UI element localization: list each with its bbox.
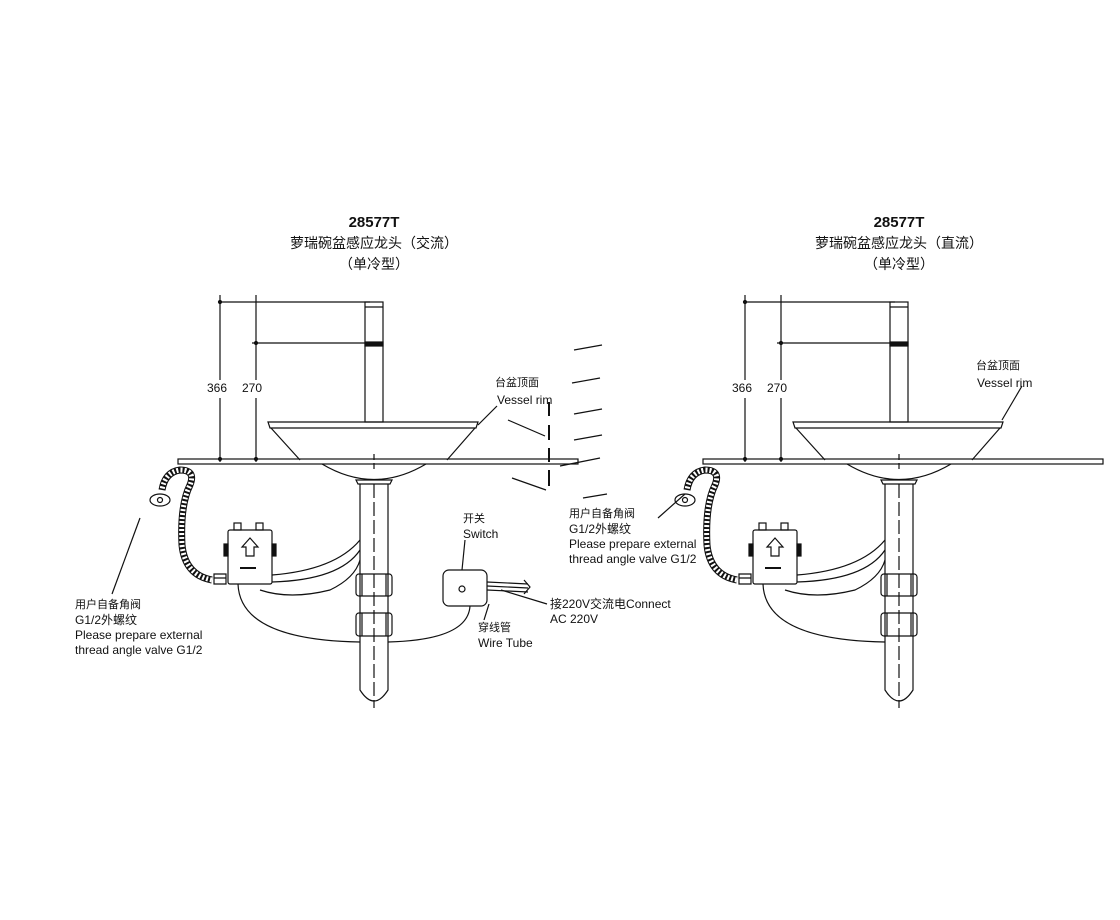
cutaway-marks: [507, 344, 608, 499]
left-model-number: 28577T: [348, 214, 400, 231]
left-dim-spout: 270: [242, 381, 263, 395]
left-variant: （单冷型）: [339, 256, 409, 272]
left-valve-en1: Please prepare external: [75, 628, 203, 642]
right-valve-g: G1/2外螺纹: [569, 522, 632, 536]
right-faucet-assembly: [675, 295, 1103, 708]
right-rim-label-en: Vessel rim: [977, 376, 1033, 390]
left-rim-label-en: Vessel rim: [497, 393, 553, 407]
left-product-name: 萝瑞碗盆感应龙头（交流）: [290, 235, 458, 251]
right-valve-note: 用户自备角阀 G1/2外螺纹 Please prepare external t…: [569, 507, 696, 567]
right-valve-cn: 用户自备角阀: [569, 508, 635, 520]
switch-box: [387, 569, 531, 643]
wire-tube-cn: 穿线管: [478, 622, 511, 634]
left-title-block: 28577T 萝瑞碗盆感应龙头（交流） （单冷型）: [244, 212, 504, 275]
power-label-2: AC 220V: [550, 612, 599, 626]
left-valve-note: 用户自备角阀 G1/2外螺纹 Please prepare external t…: [75, 598, 202, 658]
switch-label-en: Switch: [463, 527, 499, 541]
right-model-number: 28577T: [873, 214, 925, 231]
right-product-name: 萝瑞碗盆感应龙头（直流）: [815, 235, 983, 251]
right-title-block: 28577T 萝瑞碗盆感应龙头（直流） （单冷型）: [769, 212, 1029, 275]
wire-tube-en: Wire Tube: [478, 636, 533, 650]
wire-tube-label: 穿线管 Wire Tube: [478, 621, 533, 651]
left-rim-label-cn: 台盆顶面: [495, 377, 539, 389]
power-label: 接220V交流电Connect AC 220V: [550, 597, 671, 627]
left-valve-cn: 用户自备角阀: [75, 599, 141, 611]
right-rim-label-cn: 台盆顶面: [976, 360, 1020, 372]
leader-lines: [111, 385, 1023, 621]
right-variant: （单冷型）: [864, 256, 934, 272]
left-valve-g: G1/2外螺纹: [75, 613, 138, 627]
power-label-1: 接220V交流电Connect: [550, 597, 671, 611]
switch-label: 开关 Switch: [463, 512, 498, 542]
right-dim-total: 366: [732, 381, 753, 395]
switch-label-cn: 开关: [463, 513, 485, 525]
right-dim-spout: 270: [767, 381, 788, 395]
right-valve-en1: Please prepare external: [569, 537, 697, 551]
left-valve-en2: thread angle valve G1/2: [75, 643, 203, 657]
right-valve-en2: thread angle valve G1/2: [569, 552, 697, 566]
left-dim-total: 366: [207, 381, 228, 395]
